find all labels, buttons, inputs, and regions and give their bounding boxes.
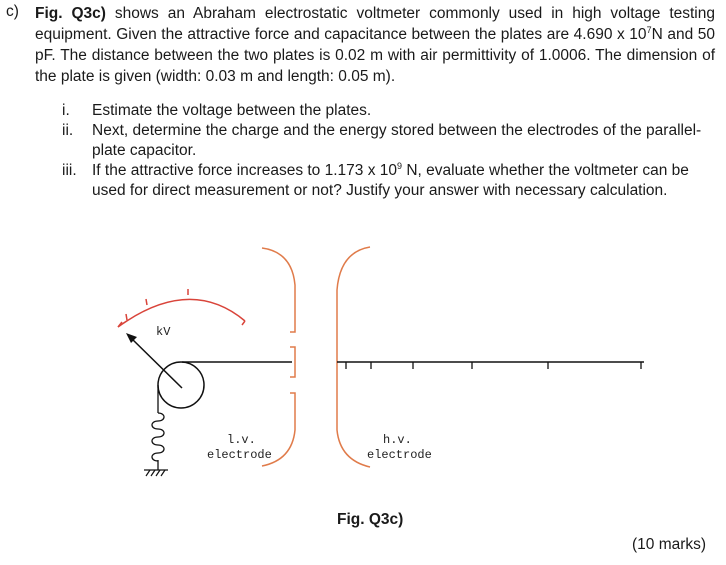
hv-electrode [336, 246, 371, 468]
marks-label: (10 marks) [632, 536, 707, 553]
sub-question-iii: iii. If the attractive force increases t… [62, 160, 689, 199]
question-text: Fig. Q3c) shows an Abraham electrostatic… [35, 5, 715, 85]
pointer-arrow [126, 333, 183, 389]
sub-question-i: i. Estimate the voltage between the plat… [62, 102, 372, 119]
lv-electrode [261, 247, 296, 467]
lv-label-2: electrode [207, 448, 272, 462]
question-label: c) [6, 3, 19, 20]
hv-label-1: h.v. [383, 433, 412, 447]
figure-caption: Fig. Q3c) [337, 511, 404, 528]
meter-unit-label: kV [156, 325, 171, 339]
hv-scale-ticks [345, 362, 642, 369]
sub-question-ii: ii. Next, determine the charge and the e… [62, 122, 702, 159]
abraham-voltmeter-diagram: kV l.v. electrode h.v. electrode [117, 246, 644, 477]
figure-reference: Fig. Q3c) [35, 5, 106, 22]
meter-scale [117, 289, 246, 328]
ground-symbol [144, 469, 168, 477]
lv-label-1: l.v. [227, 433, 256, 447]
sub-question-list: i. Estimate the voltage between the plat… [62, 101, 716, 201]
hv-label-2: electrode [367, 448, 432, 462]
spring [151, 385, 165, 470]
pivot-disc [157, 361, 205, 409]
